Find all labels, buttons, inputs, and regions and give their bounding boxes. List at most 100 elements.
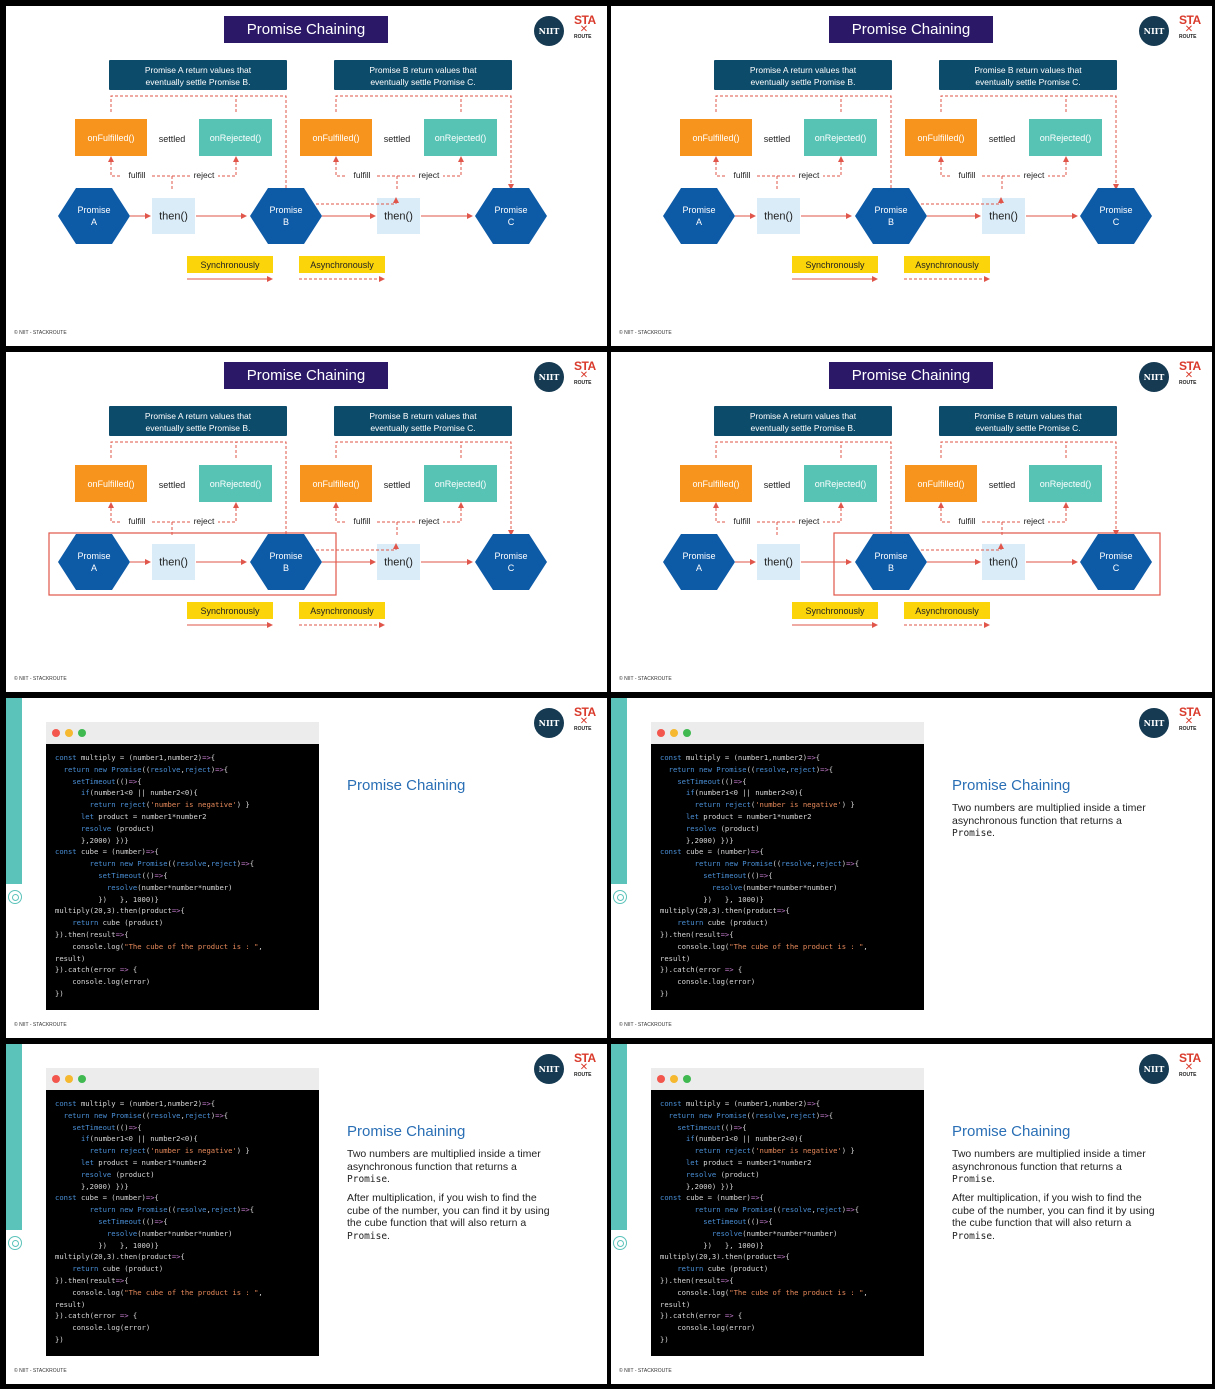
reject-label-b: reject [1024,170,1045,180]
target-icon [8,1236,22,1250]
note-b-line-2: eventually settle Promise C. [975,423,1080,433]
fulfill-bg-b [952,515,982,526]
promise-c-hex [1080,188,1152,244]
then-box-a-label: then() [159,211,188,223]
accent-bar [6,698,22,884]
note-b-line-1: Promise B return values that [369,411,477,421]
promise-c-hex [475,534,547,590]
slide-1[interactable]: Promise Chaining NIIT STA✕ROUTE Promise … [6,6,607,346]
sync-legend-label: Synchronously [200,260,260,270]
niit-logo: NIIT [534,708,564,738]
fulfill-label-a: fulfill [733,170,750,180]
fulfill-path-b [938,156,1003,189]
promise-a-hex-label: Promise [682,205,715,215]
then-box-b [377,198,420,234]
then-box-b [982,198,1025,234]
code-window: const multiply = (number1,number2)=>{ re… [46,722,319,1010]
stackroute-logo: STA✕ROUTE [574,705,596,732]
footer: © NIIT - STACKROUTE [619,1368,672,1374]
on-fulfilled-b [300,119,372,156]
return-line-b [335,441,514,536]
then-box-a [152,198,195,234]
reject-bg-a [190,515,218,526]
promise-a-hex-label: Promise [77,551,110,561]
slide-5[interactable]: NIIT STA✕ROUTE const multiply = (number1… [6,698,607,1038]
settled-a: settled [159,134,186,144]
slide-6[interactable]: NIIT STA✕ROUTE const multiply = (number1… [611,698,1212,1038]
footer: © NIIT - STACKROUTE [619,1022,672,1028]
niit-logo: NIIT [1139,1054,1169,1084]
slide-7[interactable]: NIIT STA✕ROUTE const multiply = (number1… [6,1044,607,1384]
accent-bar [6,1044,22,1230]
code-window: const multiply = (number1,number2)=>{ re… [651,722,924,1010]
reject-label-a: reject [194,170,215,180]
async-legend [299,602,385,619]
on-rejected-a [199,465,272,502]
then-box-a-label: then() [159,557,188,569]
b-to-then-dashed [891,197,1004,205]
slide-title: Promise Chaining [829,16,993,43]
window-titlebar [46,1068,319,1090]
sync-legend-label: Synchronously [200,606,260,616]
note-b [334,60,512,90]
b-to-then-dashed [891,543,1004,551]
code-block: const multiply = (number1,number2)=>{ re… [660,1099,868,1344]
fulfill-bg-b [347,169,377,180]
note-b-line-1: Promise B return values that [369,65,477,75]
slide-3[interactable]: Promise Chaining NIIT STA✕ROUTE Promise … [6,352,607,692]
code-block: const multiply = (number1,number2)=>{ re… [55,1099,263,1344]
reject-label-a: reject [799,516,820,526]
on-fulfilled-b [905,465,977,502]
return-line-a [110,441,289,543]
then-box-b-label: then() [384,211,413,223]
slide-8[interactable]: NIIT STA✕ROUTE const multiply = (number1… [611,1044,1212,1384]
promise-a-hex-letter: A [696,217,702,227]
note-a-line-1: Promise A return values that [145,411,252,421]
promise-c-hex [1080,534,1152,590]
fulfill-label-b: fulfill [958,170,975,180]
niit-logo: NIIT [534,1054,564,1084]
promise-b-hex-label: Promise [269,551,302,561]
promise-b-hex [855,188,927,244]
on-rejected-b [424,465,497,502]
on-fulfilled-a [680,119,752,156]
code-window: const multiply = (number1,number2)=>{ re… [46,1068,319,1356]
reject-label-b: reject [1024,516,1045,526]
footer: © NIIT - STACKROUTE [619,330,672,336]
stackroute-logo: STA✕ROUTE [1179,705,1201,732]
sync-legend [187,256,273,273]
slide-4[interactable]: Promise Chaining NIIT STA✕ROUTE Promise … [611,352,1212,692]
then-box-b-label: then() [989,211,1018,223]
on-rejected-a [804,465,877,502]
async-legend-label: Asynchronously [310,260,374,270]
sync-legend [792,602,878,619]
fulfill-label-b: fulfill [353,516,370,526]
maximize-dot-icon [683,729,691,737]
note-a [109,60,287,90]
promise-a-hex [58,188,130,244]
settled-a: settled [764,134,791,144]
target-icon [613,1236,627,1250]
reject-label-b: reject [419,170,440,180]
section-title: Promise Chaining [952,1123,1071,1140]
target-icon [8,890,22,904]
reject-label-a: reject [194,516,215,526]
paragraph-1: Two numbers are multiplied inside a time… [952,802,1146,839]
promise-b-hex [855,534,927,590]
reject-bg-a [795,515,823,526]
promise-c-hex-label: Promise [1099,551,1132,561]
promise-a-hex [663,188,735,244]
fulfill-bg-a [727,169,757,180]
on-rejected-b-label: onRejected() [435,479,487,489]
promise-c-hex-label: Promise [494,205,527,215]
on-rejected-a-label: onRejected() [210,133,262,143]
paragraph-2: After multiplication, if you wish to fin… [347,1192,550,1242]
slide-2[interactable]: Promise Chaining NIIT STA✕ROUTE Promise … [611,6,1212,346]
fulfill-label-b: fulfill [353,170,370,180]
promise-b-hex-letter: B [283,217,289,227]
promise-c-hex-label: Promise [494,551,527,561]
on-rejected-a-label: onRejected() [815,133,867,143]
promise-b-hex-letter: B [888,563,894,573]
